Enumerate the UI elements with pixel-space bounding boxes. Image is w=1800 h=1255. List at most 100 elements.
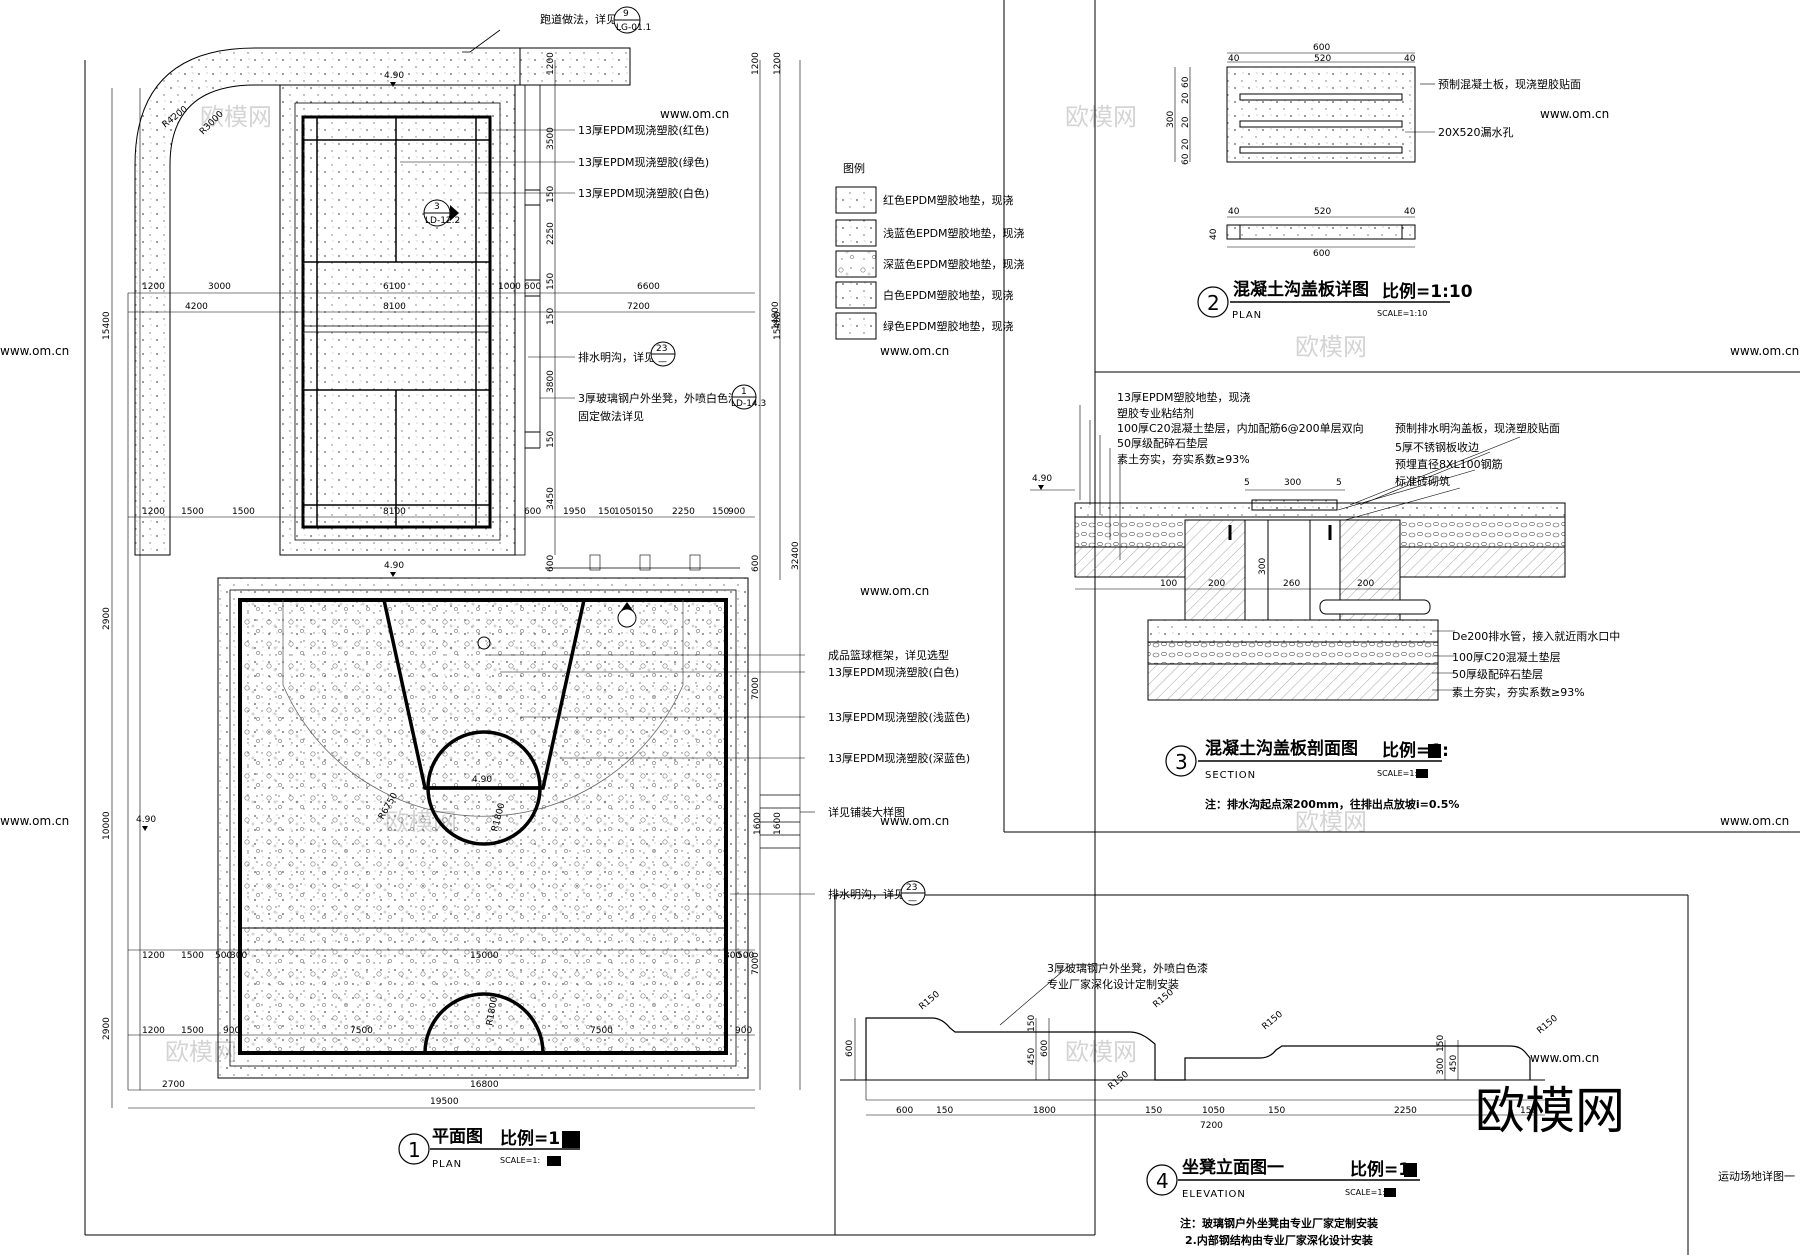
plan-subscale: SCALE=1: — [500, 1156, 540, 1165]
dim: 3800 — [546, 370, 556, 393]
dim: 1500 — [181, 951, 204, 961]
dim: 260 — [1283, 579, 1300, 589]
legend: 图例 红色EPDM塑胶地垫，现浇 浅蓝色EPDM塑胶地垫，现浇 深蓝色EPDM塑… — [835, 161, 1025, 340]
dim: 1200 — [751, 52, 761, 75]
dim: 600 — [1313, 249, 1330, 259]
dim: 100 — [1160, 579, 1177, 589]
dim: 1200 — [546, 52, 556, 75]
dim: 1500 — [181, 1026, 204, 1036]
dim: 600 — [524, 282, 541, 292]
dim: 300 — [1436, 1058, 1446, 1075]
dim: 1600 — [753, 812, 763, 835]
radius-label: R150 — [1536, 1013, 1561, 1036]
detail4-sub: ELEVATION — [1182, 1189, 1246, 1200]
dim: 150 — [546, 308, 556, 325]
dim: 5 — [1244, 478, 1250, 488]
dim: 150 — [546, 186, 556, 203]
level-label: 4.90 — [384, 71, 404, 81]
plan-scale: 比例=1: — [500, 1128, 567, 1149]
dim: 8100 — [383, 507, 406, 517]
dim: 7500 — [590, 1026, 613, 1036]
dim: 1050 — [614, 507, 637, 517]
dim: 1200 — [142, 282, 165, 292]
detail2-sub: PLAN — [1232, 310, 1262, 321]
section-note: 50厚级配碎石垫层 — [1117, 436, 1208, 450]
basketball-court — [238, 598, 728, 1055]
detail4-title: 坐凳立面图一 — [1182, 1157, 1284, 1178]
dim: 15400 — [773, 311, 783, 340]
level-label: 4.90 — [384, 561, 404, 571]
detail-cover-section: 4.90 13厚EPDM塑胶地垫，现浇 塑胶专业粘结剂 100厚C20混凝土垫层… — [1030, 390, 1620, 811]
legend-item: 红色EPDM塑胶地垫，现浇 — [883, 193, 1014, 207]
dim: 60 — [1181, 153, 1191, 165]
detail2-note: 20X520漏水孔 — [1438, 126, 1514, 139]
dim: 2250 — [546, 222, 556, 245]
legend-item: 深蓝色EPDM塑胶地垫，现浇 — [883, 257, 1025, 271]
callout: 固定做法详见 — [578, 409, 644, 423]
dim: 2250 — [1394, 1106, 1417, 1116]
dim: 600 — [896, 1106, 913, 1116]
section-note: 预埋直径8XL100钢筋 — [1395, 457, 1503, 471]
detail2-subscale: SCALE=1:10 — [1377, 309, 1427, 318]
watermark-url: www.om.cn — [1540, 107, 1609, 121]
sheet-title: 运动场地详图一 — [1718, 1169, 1795, 1183]
dim: 40 — [1228, 207, 1240, 217]
dim: 150 — [712, 507, 729, 517]
dim: 200 — [1208, 579, 1225, 589]
dim: 900 — [728, 507, 745, 517]
dim: 450 — [1449, 1055, 1459, 1072]
dim: 150 — [598, 507, 615, 517]
legend-item: 绿色EPDM塑胶地垫，现浇 — [883, 319, 1014, 333]
radius-label: R150 — [1107, 1069, 1132, 1092]
bench-outline — [865, 1017, 1531, 1081]
dim: 7200 — [1200, 1121, 1223, 1131]
dim: 300 — [1166, 111, 1176, 128]
three-point-arc — [282, 600, 684, 817]
dim: 4200 — [185, 302, 208, 312]
section-note: 标准砖砌筑 — [1395, 474, 1450, 488]
section-note: 50厚级配碎石垫层 — [1452, 667, 1543, 681]
dim: 20 — [1181, 116, 1191, 128]
dim: 300 — [724, 951, 741, 961]
callout: 排水明沟，详见 — [828, 887, 905, 901]
dim: 3000 — [208, 282, 231, 292]
detail4-scale: 比例=1: — [1350, 1159, 1417, 1180]
detail2-title: 混凝土沟盖板详图 — [1233, 279, 1369, 300]
dim: 7000 — [751, 952, 761, 975]
center-circle — [423, 992, 545, 1054]
dim: 600 — [1040, 1040, 1050, 1057]
detail2-note: 预制混凝土板，现浇塑胶贴面 — [1438, 77, 1581, 91]
watermark-url: www.om.cn — [660, 107, 729, 121]
section-note: 塑胶专业粘结剂 — [1117, 406, 1194, 420]
ref-number: 9 — [623, 9, 629, 19]
dim: 1800 — [1033, 1106, 1056, 1116]
brand-watermark: 欧模网 — [1475, 1082, 1625, 1140]
dim: 200 — [1357, 579, 1374, 589]
detail4-note: 注：玻璃钢户外坐凳由专业厂家定制安装 — [1180, 1216, 1378, 1230]
ref-number: 23 — [656, 344, 667, 354]
level-label: 4.90 — [136, 815, 156, 825]
plan-title: 平面图 — [432, 1127, 483, 1147]
watermark: 欧模网 — [200, 103, 272, 131]
plan-subtitle: PLAN — [432, 1159, 462, 1170]
dim: 14800 — [771, 301, 781, 330]
dim: 900 — [223, 1026, 240, 1036]
callout: 13厚EPDM现浇塑胶(浅蓝色) — [828, 710, 970, 724]
dim: 1200 — [773, 52, 783, 75]
radius-label: R150 — [1261, 1009, 1286, 1032]
detail-bench-elevation: 3厚玻璃钢户外坐凳，外喷白色漆 专业厂家深化设计定制安装 R150 R150 R… — [840, 961, 1560, 1247]
detail4-subscale: SCALE=1: — [1345, 1188, 1385, 1197]
detail3-subscale: SCALE=1: — [1377, 769, 1417, 778]
section-note: 素土夯实，夯实系数≥93% — [1452, 685, 1585, 699]
level-label: 4.90 — [1032, 474, 1052, 484]
dim: 2250 — [672, 507, 695, 517]
watermark-url: www.om.cn — [1720, 814, 1789, 828]
section-note: 13厚EPDM塑胶地垫，现浇 — [1117, 390, 1251, 404]
detail-cover-plan: 600 40 520 40 300 60 20 20 20 60 预制混凝土板，… — [1166, 43, 1581, 321]
dim: 32400 — [791, 541, 801, 570]
dim: 150 — [1027, 1015, 1037, 1032]
radius-label: R150 — [918, 989, 943, 1012]
dim: 6100 — [383, 282, 406, 292]
legend-title: 图例 — [843, 161, 865, 175]
detail3-title: 混凝土沟盖板剖面图 — [1205, 738, 1358, 759]
